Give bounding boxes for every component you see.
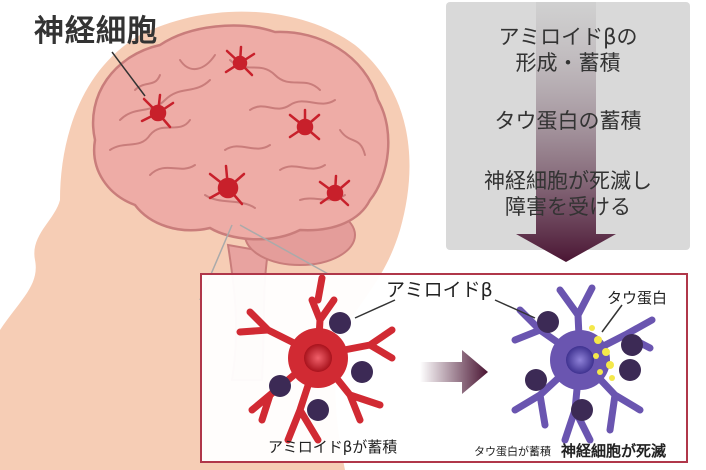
tau-callout: タウ蛋白 [607, 289, 668, 307]
progression-arrow [420, 350, 488, 394]
step-amyloid-line2: 形成・蓄積 [515, 51, 621, 75]
brain-neuron [288, 108, 321, 141]
tau-callout-line [601, 304, 623, 333]
amyloid-clump [537, 311, 559, 333]
brain-neuron [208, 164, 246, 206]
caption-amyloid-accumulation: アミロイドβが蓄積 [268, 438, 398, 456]
step-amyloid: アミロイドβの 形成・蓄積 [446, 24, 690, 76]
amyloid-clump [307, 399, 329, 421]
brain [91, 24, 390, 241]
tau-deposits [589, 325, 615, 381]
amyloid-clump [351, 361, 373, 383]
amyloid-callout-line-right [494, 299, 536, 319]
caption-tau-accumulation: タウ蛋白が蓄積 [474, 445, 551, 458]
amyloid-clump [621, 334, 643, 356]
amyloid-clump [619, 359, 641, 381]
caption-neuron-death: 神経細胞が死滅 [561, 442, 667, 460]
step-neuron-death: 神経細胞が死滅し 障害を受ける [446, 168, 690, 220]
amyloid-callout: アミロイドβ [386, 279, 493, 301]
zoom-line-right [239, 224, 331, 276]
step-neuron-death-line2: 障害を受ける [505, 195, 631, 219]
amyloid-callout-line-left [354, 299, 396, 319]
amyloid-clump [571, 399, 593, 421]
brain-neuron [318, 174, 351, 207]
amyloid-clump [329, 312, 351, 334]
brain-folds [109, 54, 366, 209]
step-amyloid-line1: アミロイドβの [498, 25, 638, 49]
title-pointer-line [111, 51, 146, 97]
amyloid-clumps-left [269, 312, 373, 421]
step-neuron-death-line1: 神経細胞が死滅し [484, 169, 652, 193]
brain-neuron [224, 45, 256, 77]
step-tau-line1: タウ蛋白の蓄積 [494, 109, 642, 133]
down-arrow [516, 2, 616, 262]
step-tau: タウ蛋白の蓄積 [446, 108, 690, 134]
title: 神経細胞 [34, 14, 158, 49]
amyloid-clump [525, 369, 547, 391]
brain-neurons [140, 45, 351, 207]
amyloid-clumps-right [525, 311, 643, 421]
brain-neuron [140, 93, 175, 129]
healthy-neuron-nucleus [304, 344, 332, 372]
dying-neuron-nucleus [566, 346, 594, 374]
amyloid-clump [269, 375, 291, 397]
